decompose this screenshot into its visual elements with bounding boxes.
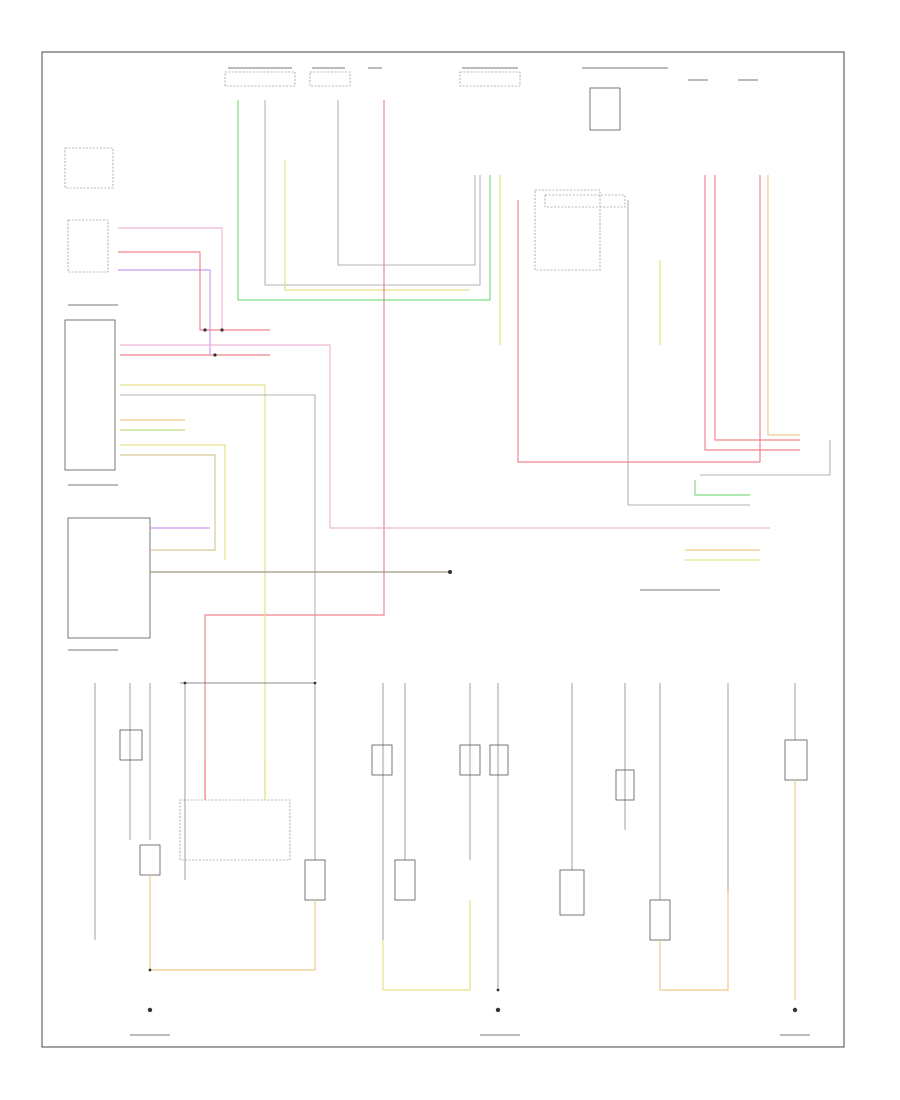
component-box-top-left bbox=[64, 147, 114, 189]
component-box-left-main bbox=[64, 319, 116, 471]
bottom-component-10 bbox=[649, 899, 671, 941]
fuse-block-1 bbox=[224, 71, 296, 87]
wire-tan-bundle bbox=[120, 454, 216, 551]
bottom-component-1 bbox=[119, 729, 143, 761]
bottom-component-3 bbox=[304, 859, 326, 901]
ground-symbols bbox=[147, 570, 798, 1013]
wire-green bbox=[237, 100, 491, 301]
bottom-component-switch bbox=[179, 799, 291, 861]
wire-gray-top bbox=[264, 100, 481, 286]
wire-yellow-bottom-mid bbox=[382, 900, 471, 991]
component-box-top-right-switch bbox=[589, 87, 621, 131]
bottom-component-8 bbox=[559, 869, 585, 916]
wire-red-right-3 bbox=[714, 175, 800, 441]
label-marks bbox=[68, 67, 810, 1036]
component-box-left-switch bbox=[67, 517, 151, 639]
wire-gray-inner bbox=[337, 100, 476, 266]
wire-orange-right bbox=[767, 175, 800, 436]
wire-pink-left bbox=[118, 227, 223, 330]
bottom-component-4 bbox=[371, 744, 393, 776]
diagram-frame bbox=[41, 51, 845, 1048]
wire-orange-bottom-right bbox=[659, 890, 729, 991]
bottom-component-6 bbox=[459, 744, 481, 776]
wire-gray-left-long bbox=[120, 394, 316, 680]
wire-red-right-2 bbox=[704, 175, 800, 451]
connection-nodes bbox=[148, 328, 500, 992]
wire-yellow-left-long bbox=[120, 384, 266, 800]
wire-red-left bbox=[118, 251, 270, 331]
fuse-block-2 bbox=[309, 71, 351, 87]
bottom-component-2 bbox=[139, 844, 161, 876]
bottom-component-11 bbox=[784, 739, 808, 781]
wire-orange-bottom-left bbox=[149, 875, 316, 971]
fuse-block-3 bbox=[459, 71, 521, 87]
wire-violet-left bbox=[118, 269, 211, 355]
wire-green-right bbox=[694, 480, 750, 496]
component-box-top-right-a bbox=[534, 189, 601, 271]
wire-yellow-bundle bbox=[120, 444, 226, 560]
bottom-component-7 bbox=[489, 744, 509, 776]
wire-red-right bbox=[517, 175, 761, 463]
wire-pink-long bbox=[120, 344, 770, 529]
component-box-top-right-b bbox=[544, 194, 626, 208]
component-box-left-connector bbox=[67, 219, 109, 273]
wire-yellow-top bbox=[284, 160, 470, 291]
bottom-component-5 bbox=[394, 859, 416, 901]
bottom-feeders bbox=[94, 683, 796, 990]
wire-gray-right-loop bbox=[627, 200, 750, 506]
bottom-component-9 bbox=[615, 769, 635, 801]
wire-gray-right-2 bbox=[700, 440, 831, 476]
wire-red-main bbox=[204, 100, 385, 800]
